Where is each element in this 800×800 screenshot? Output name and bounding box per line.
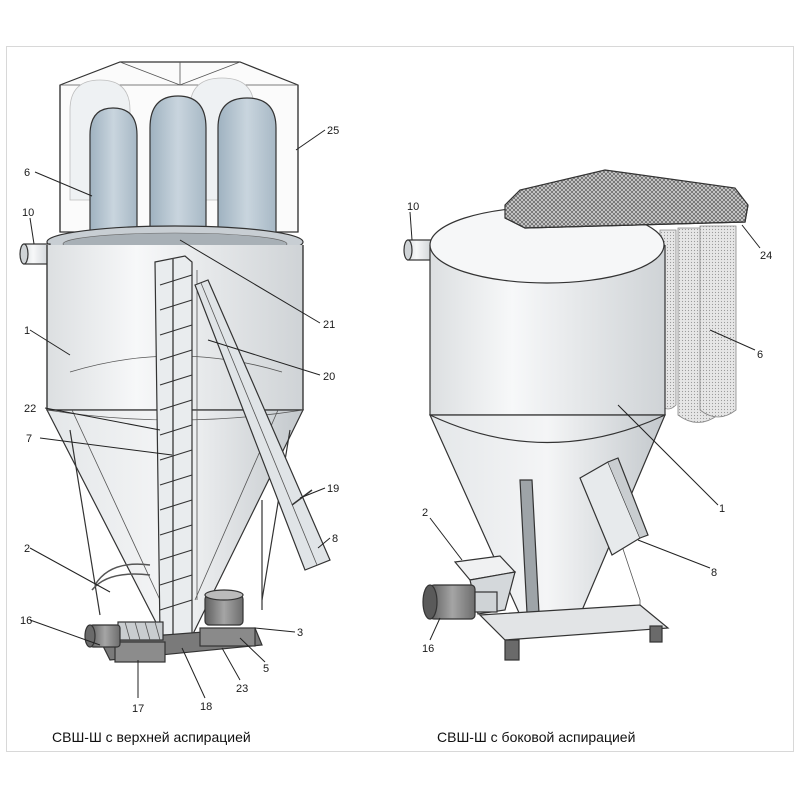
right-leader-lines xyxy=(409,211,761,641)
callout-left-6: 6 xyxy=(24,167,30,179)
figure-border xyxy=(6,46,794,752)
callout-left-22: 22 xyxy=(24,403,36,415)
callout-left-18: 18 xyxy=(200,701,212,713)
callout-left-16: 16 xyxy=(20,615,32,627)
callout-right-6: 6 xyxy=(757,349,763,361)
callout-left-21: 21 xyxy=(323,319,335,331)
right-aspiration-plate xyxy=(504,169,749,229)
callout-left-19: 19 xyxy=(327,483,339,495)
callout-left-1: 1 xyxy=(24,325,30,337)
callout-right-24: 24 xyxy=(760,250,772,262)
callout-left-2: 2 xyxy=(24,543,30,555)
callout-right-2: 2 xyxy=(422,507,428,519)
callout-right-8: 8 xyxy=(711,567,717,579)
caption-left: СВШ-Ш с верхней аспирацией xyxy=(52,729,251,745)
left-base-frame xyxy=(99,627,263,663)
right-mixer xyxy=(403,169,749,661)
right-base-frame xyxy=(478,604,670,661)
left-horizontal-screw xyxy=(117,621,164,641)
right-callouts: 10 24 6 1 2 8 16 xyxy=(407,201,772,655)
callout-left-3: 3 xyxy=(297,627,303,639)
callout-right-1: 1 xyxy=(719,503,725,515)
right-chute xyxy=(579,457,649,556)
callout-left-17: 17 xyxy=(132,703,144,715)
callout-right-10: 10 xyxy=(407,201,419,213)
callout-left-10: 10 xyxy=(22,207,34,219)
left-leader-lines xyxy=(29,129,331,699)
left-motor-16 xyxy=(84,624,121,648)
left-filter-sleeves xyxy=(89,95,277,246)
left-screw-conveyor xyxy=(154,255,193,636)
left-chute xyxy=(194,279,331,571)
callout-left-25: 25 xyxy=(327,125,339,137)
callout-left-20: 20 xyxy=(323,371,335,383)
callout-right-16: 16 xyxy=(422,643,434,655)
callout-left-23: 23 xyxy=(236,683,248,695)
left-motor-5 xyxy=(204,589,244,626)
callout-left-8: 8 xyxy=(332,533,338,545)
left-mixer xyxy=(19,61,331,663)
left-inlet-pipe xyxy=(19,243,51,265)
callout-left-7: 7 xyxy=(26,433,32,445)
left-callouts: 25 6 10 1 21 20 22 7 19 8 2 16 3 5 23 17… xyxy=(20,125,339,715)
caption-right: СВШ-Ш с боковой аспирацией xyxy=(437,729,635,745)
right-filter-sleeves xyxy=(659,225,737,423)
right-inlet-pipe xyxy=(403,239,433,261)
callout-left-5: 5 xyxy=(263,663,269,675)
right-motor-16 xyxy=(422,584,498,620)
